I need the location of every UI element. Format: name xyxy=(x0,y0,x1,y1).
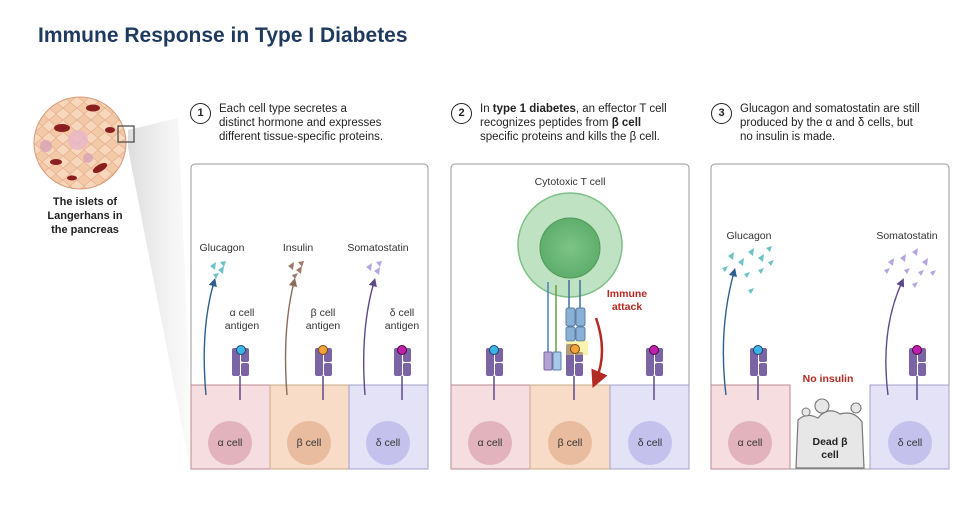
step-line: Each cell type secretes a xyxy=(219,103,347,115)
step-number: 2 xyxy=(451,103,472,124)
step-text: Glucagon and somatostatin are still prod… xyxy=(740,102,960,144)
step-line: distinct hormone and expresses xyxy=(219,117,382,129)
step-line: no insulin is made. xyxy=(740,131,836,143)
islet-illustration xyxy=(33,96,135,190)
cell-label-alpha: α cell xyxy=(217,437,243,449)
hormone-label-glucagon: Glucagon xyxy=(726,230,772,242)
islet-label: The islets of Langerhans in the pancreas xyxy=(47,196,123,236)
step-line: different tissue-specific proteins. xyxy=(219,131,384,143)
hormone-label-glucagon: Glucagon xyxy=(199,242,245,254)
cell-label-alpha: α cell xyxy=(477,437,503,449)
cell-label-delta: δ cell xyxy=(897,437,923,449)
step-number: 3 xyxy=(711,103,732,124)
zoom-box xyxy=(117,125,135,143)
dead-cell-label: Dead β cell xyxy=(812,436,848,461)
no-insulin-label: No insulin xyxy=(802,373,854,385)
antigen-label-alpha: α cell antigen xyxy=(224,307,260,332)
hormone-label-somatostatin: Somatostatin xyxy=(347,242,409,254)
panel-3 xyxy=(710,163,950,470)
panel-1 xyxy=(190,163,429,470)
antigen-label-beta: β cell antigen xyxy=(305,307,341,332)
cell-label-delta: δ cell xyxy=(637,437,663,449)
tcell-label: Cytotoxic T cell xyxy=(534,176,606,188)
page-title: Immune Response in Type I Diabetes xyxy=(38,24,408,47)
step-line: Glucagon and somatostatin are still xyxy=(740,103,920,115)
step-line: specific proteins and kills the β cell. xyxy=(480,131,660,143)
step-line: In type 1 diabetes, an effector T cell xyxy=(480,103,667,115)
cell-label-beta: β cell xyxy=(296,437,322,449)
immune-attack-label: Immune attack xyxy=(606,288,648,313)
step-line: recognizes peptides from β cell xyxy=(480,117,642,129)
panel-2 xyxy=(450,163,690,470)
step-number: 1 xyxy=(190,103,211,124)
cell-label-delta: δ cell xyxy=(375,437,401,449)
antigen-label-delta: δ cell antigen xyxy=(384,307,420,332)
zoom-cone xyxy=(128,118,190,468)
hormone-label-somatostatin: Somatostatin xyxy=(876,230,938,242)
cell-label-beta: β cell xyxy=(557,437,583,449)
hormone-label-insulin: Insulin xyxy=(282,242,314,254)
step-line: produced by the α and δ cells, but xyxy=(740,117,913,129)
step-text: In type 1 diabetes, an effector T cell r… xyxy=(480,102,700,144)
cell-label-alpha: α cell xyxy=(737,437,763,449)
step-text: Each cell type secretes a distinct hormo… xyxy=(219,102,419,144)
